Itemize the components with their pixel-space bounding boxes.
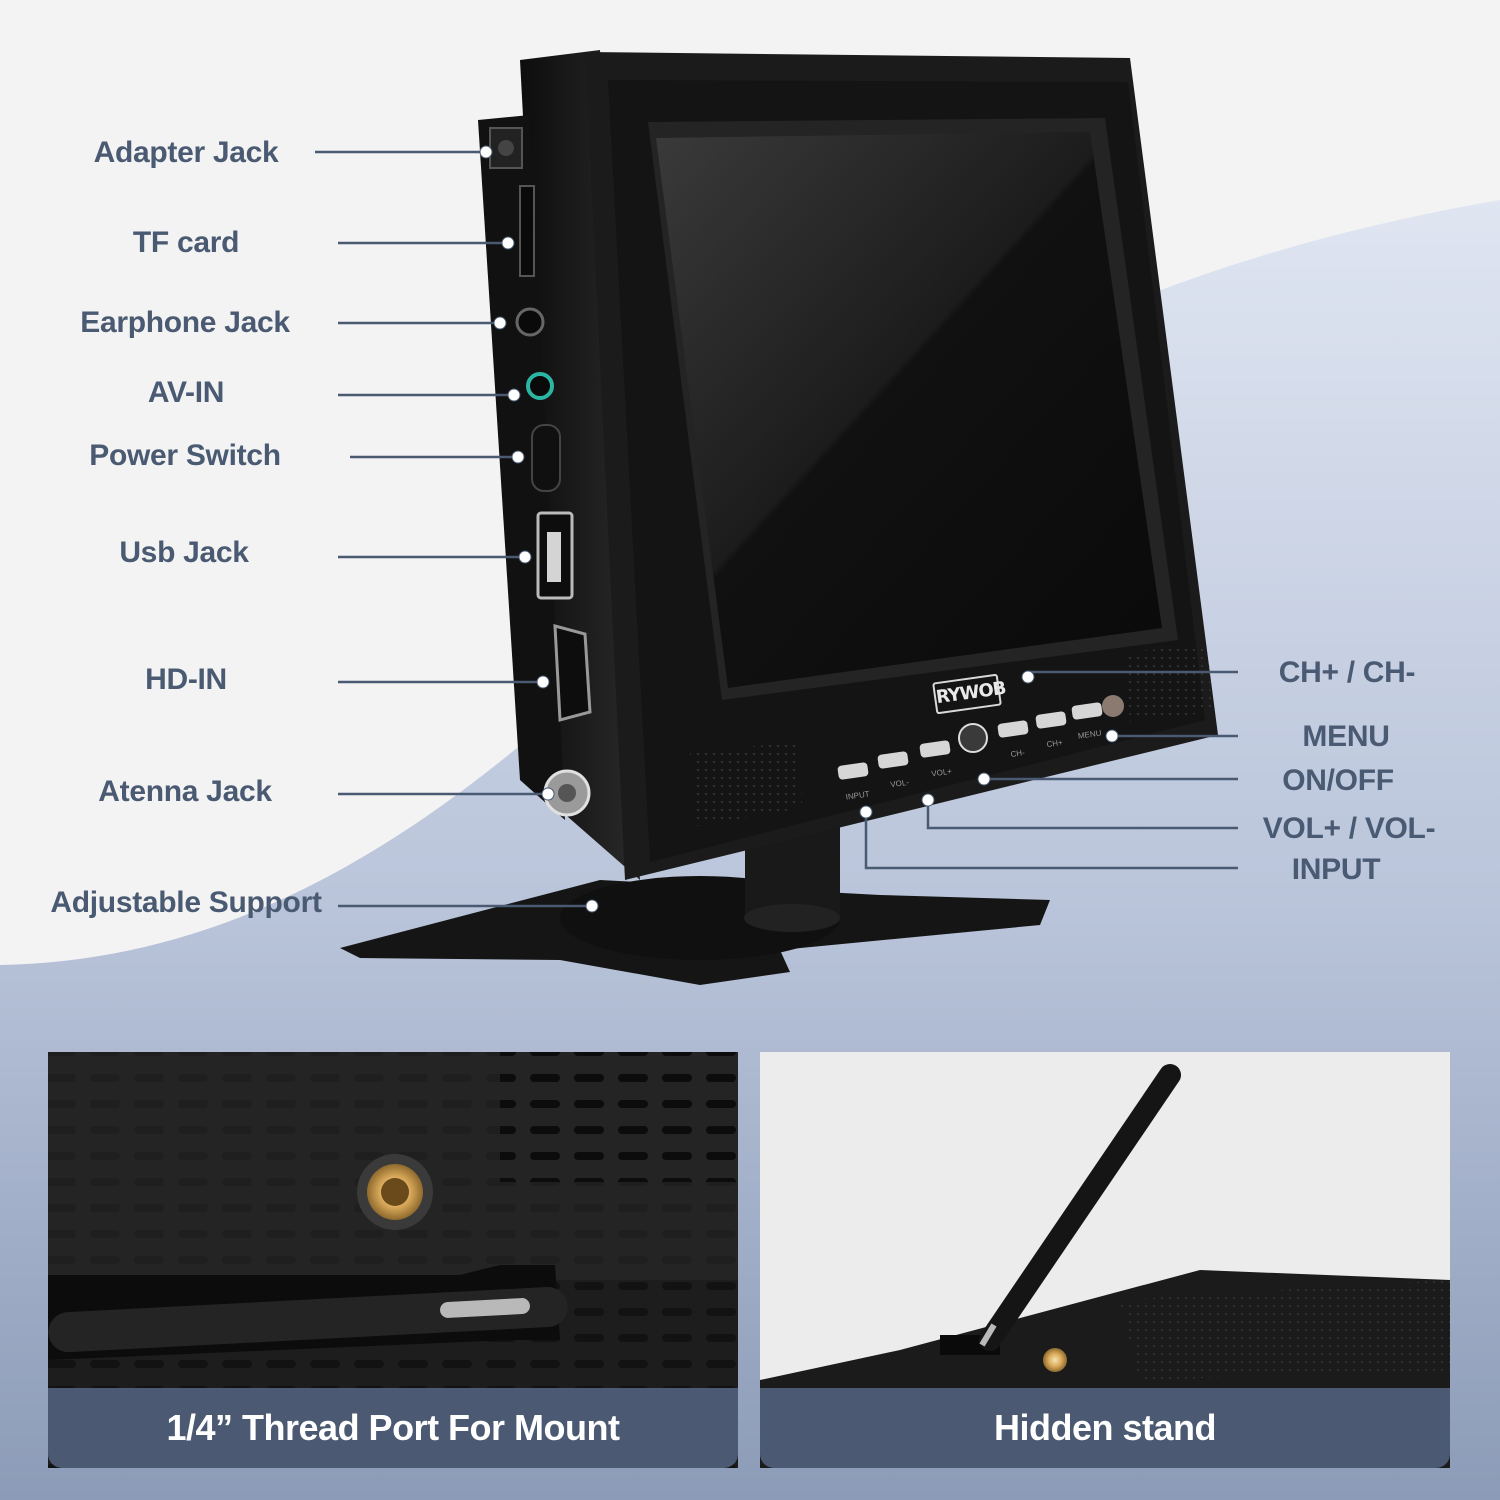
label-menu-button: MENU xyxy=(1302,720,1390,753)
label-tf-card: TF card xyxy=(132,226,240,259)
label-usb-jack: Usb Jack xyxy=(119,536,249,569)
label-adjustable-support: Adjustable Support xyxy=(50,886,322,919)
label-power-switch: Power Switch xyxy=(89,439,281,472)
label-av-in: AV-IN xyxy=(147,376,225,409)
label-hd-in: HD-IN xyxy=(145,663,227,696)
label-adapter-jack: Adapter Jack xyxy=(93,136,279,169)
button-label-vol: VOL+ xyxy=(931,767,953,779)
label-channel-buttons: CH+ / CH- xyxy=(1278,656,1416,689)
button-label-menu: MENU xyxy=(1077,728,1102,740)
thread-port-caption: 1/4” Thread Port For Mount xyxy=(48,1388,738,1468)
label-antenna-jack: Atenna Jack xyxy=(98,775,272,808)
button-label-vol: VOL- xyxy=(890,778,910,790)
label-earphone-jack: Earphone Jack xyxy=(80,306,290,339)
button-label-ch: CH- xyxy=(1010,748,1026,759)
hidden-stand-caption: Hidden stand xyxy=(760,1388,1450,1468)
hidden-stand-panel: Hidden stand xyxy=(760,1052,1450,1468)
button-label-ch: CH+ xyxy=(1046,738,1064,749)
label-power-button: ON/OFF xyxy=(1282,764,1394,797)
thread-port-panel: 1/4” Thread Port For Mount xyxy=(48,1052,738,1468)
button-label-input: INPUT xyxy=(845,789,870,801)
label-volume-buttons: VOL+ / VOL- xyxy=(1262,812,1436,845)
label-input-button: INPUT xyxy=(1291,853,1381,886)
